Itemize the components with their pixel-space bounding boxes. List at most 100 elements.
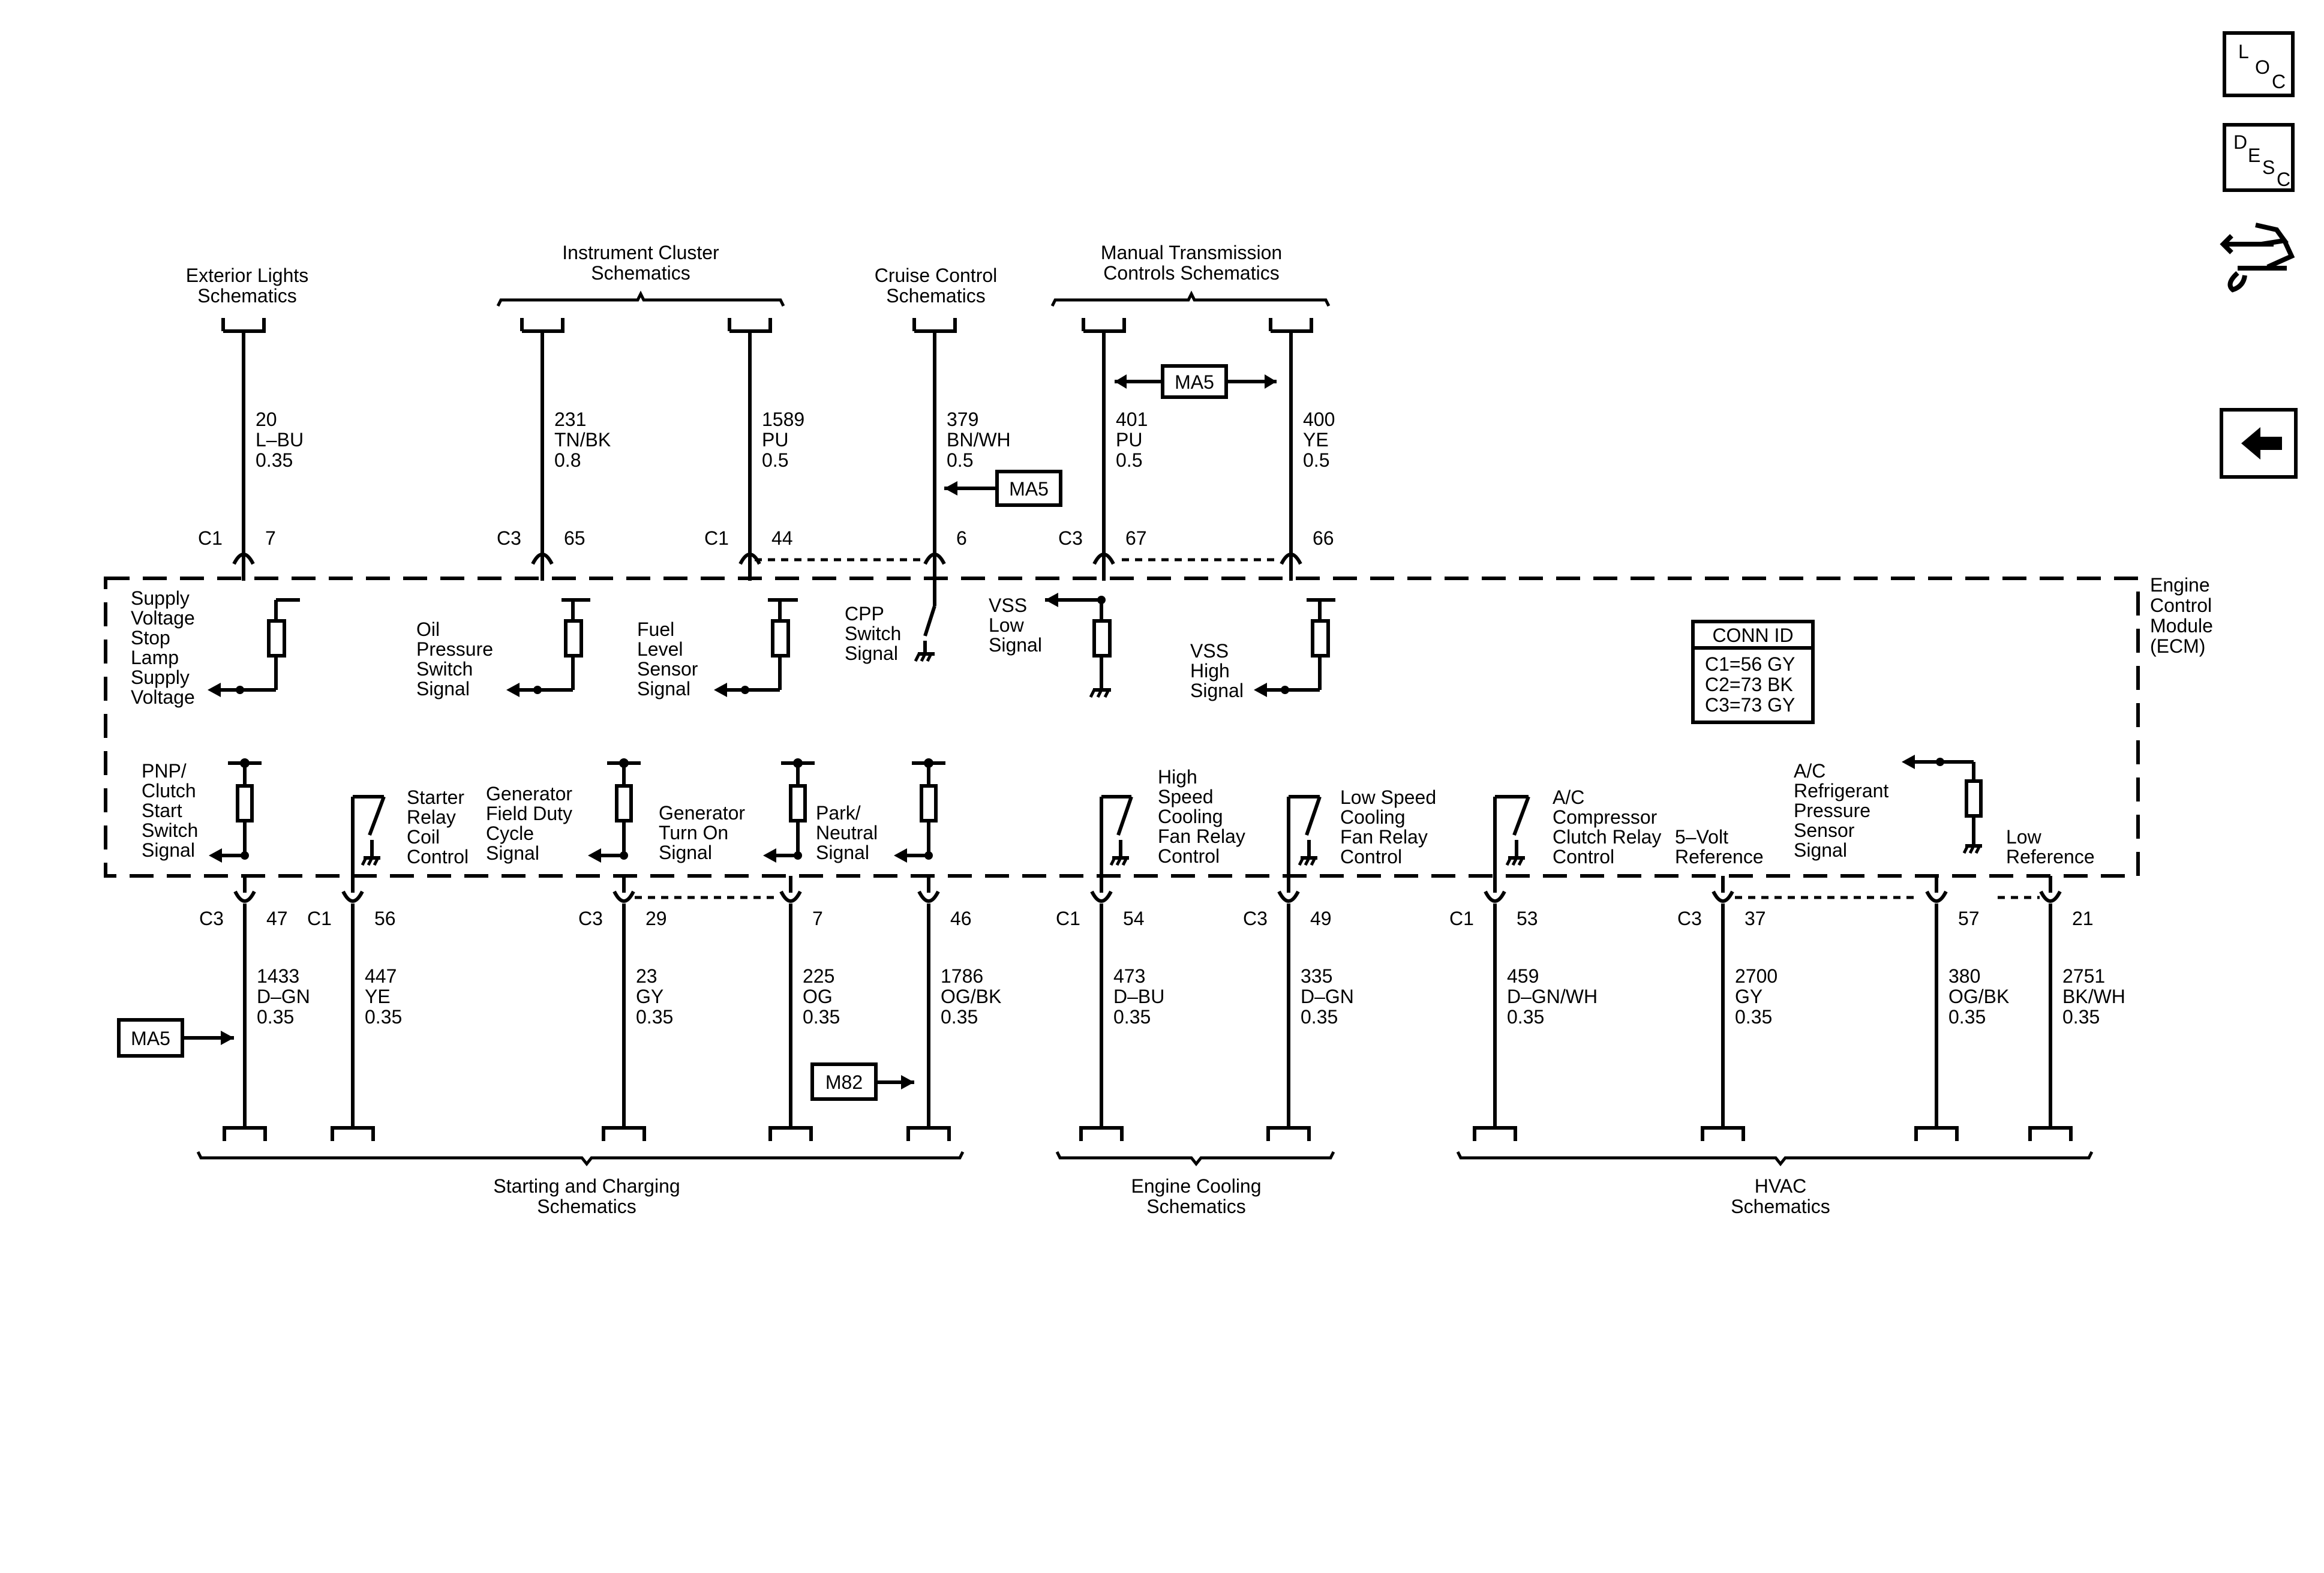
header-cruise-control[interactable]: Cruise Control Schematics xyxy=(875,265,998,307)
harness-connector xyxy=(1082,318,1126,333)
wire-spec-line-2: 0.35 xyxy=(803,1006,840,1028)
circuit-supply-voltage xyxy=(208,598,300,697)
svg-text:Schematics: Schematics xyxy=(537,1196,636,1217)
connector-id: C1 xyxy=(1056,908,1080,929)
desc-button[interactable]: D E S C xyxy=(2223,123,2295,192)
starter-line-3: Control xyxy=(407,846,469,867)
wire-spec-line-2: 0.5 xyxy=(1303,449,1329,471)
arrow-left-icon xyxy=(2241,427,2282,460)
pin-number: 65 xyxy=(564,527,585,549)
wire-spec-line-0: 447 xyxy=(365,965,397,987)
five-volt-line-1: Reference xyxy=(1675,846,1764,867)
m82-ref-park[interactable]: M82 xyxy=(810,1062,914,1101)
troubleshoot-button[interactable] xyxy=(2220,213,2298,294)
park-line-0: Park/ xyxy=(816,802,861,824)
fuel-line-3: Signal xyxy=(637,678,690,700)
header-engine-cooling[interactable]: Engine Cooling Schematics xyxy=(1055,1151,1335,1217)
loc-button[interactable]: L O C xyxy=(2223,31,2295,97)
ac-comp-line-3: Control xyxy=(1553,846,1614,867)
vss-low-line-0: VSS xyxy=(989,595,1027,616)
vss-high-line-0: VSS xyxy=(1190,640,1229,662)
header-starting-charging[interactable]: Starting and Charging Schematics xyxy=(196,1151,965,1217)
svg-text:Schematics: Schematics xyxy=(886,285,985,307)
wire-spec-line-0: 459 xyxy=(1507,965,1539,987)
svg-text:Control: Control xyxy=(2150,595,2212,616)
wire-spec-line-0: 1589 xyxy=(762,409,804,430)
gen-field-line-2: Cycle xyxy=(486,822,534,844)
pin-number: 67 xyxy=(1125,527,1147,549)
pin-number: 53 xyxy=(1517,908,1538,929)
svg-text:C1=56 GY: C1=56 GY xyxy=(1705,653,1795,675)
fuel-line-2: Sensor xyxy=(637,658,698,680)
ma5-ref-cruise[interactable]: MA5 xyxy=(944,470,1062,507)
connector-id: C3 xyxy=(497,527,521,549)
wire-spec-line-2: 0.35 xyxy=(2062,1006,2100,1028)
wire-spec-line-0: 400 xyxy=(1303,409,1335,430)
vss-low-line-2: Signal xyxy=(989,634,1042,656)
pin-symbol xyxy=(233,890,256,903)
wire-spec-line-1: OG xyxy=(803,986,833,1007)
wire-spec-line-2: 0.35 xyxy=(257,1006,294,1028)
header-manual-transmission[interactable]: Manual Transmission Controls Schematics xyxy=(1050,242,1331,307)
ac-comp-line-2: Clutch Relay xyxy=(1553,826,1661,848)
pin-symbol xyxy=(1277,890,1300,903)
gen-field-line-0: Generator xyxy=(486,783,572,804)
header-exterior-lights[interactable]: Exterior Lights Schematics xyxy=(186,265,309,307)
wire-spec-line-1: YE xyxy=(365,986,391,1007)
svg-text:MA5: MA5 xyxy=(1175,371,1214,393)
starter-line-1: Relay xyxy=(407,806,456,828)
gen-field-line-3: Signal xyxy=(486,842,539,864)
wire-spec-line-1: GY xyxy=(1735,986,1762,1007)
wire-spec-line-0: 225 xyxy=(803,965,834,987)
supply-line-3: Lamp xyxy=(131,647,179,668)
ac-ref-line-3: Sensor xyxy=(1794,819,1855,841)
five-volt-line-0: 5–Volt xyxy=(1675,826,1728,848)
oil-line-3: Signal xyxy=(416,678,470,700)
header-hvac[interactable]: HVAC Schematics xyxy=(1456,1151,2094,1217)
ecm-label: Engine Control Module (ECM) xyxy=(2150,574,2213,657)
circuit-vss-low xyxy=(1045,593,1112,698)
cpp-line-2: Signal xyxy=(845,643,898,664)
pin-symbol xyxy=(779,890,802,903)
pin-number: 54 xyxy=(1123,908,1145,929)
high-speed-line-0: High xyxy=(1158,766,1197,788)
wire-spec-line-1: OG/BK xyxy=(941,986,1001,1007)
circuit-vss-high xyxy=(1254,598,1335,697)
ma5-ref-manual[interactable]: MA5 xyxy=(1115,364,1277,399)
wire-spec-line-1: TN/BK xyxy=(554,429,611,451)
wire-spec-line-2: 0.35 xyxy=(1735,1006,1772,1028)
back-button[interactable] xyxy=(2220,408,2298,479)
wire-spec-line-1: D–GN xyxy=(1301,986,1354,1007)
ma5-ref-pnp[interactable]: MA5 xyxy=(117,1018,234,1058)
pnp-line-3: Switch xyxy=(142,819,198,841)
header-instrument-cluster[interactable]: Instrument Cluster Schematics xyxy=(496,242,785,307)
connector-id: C1 xyxy=(198,527,223,549)
gen-turn-line-2: Signal xyxy=(659,842,712,863)
